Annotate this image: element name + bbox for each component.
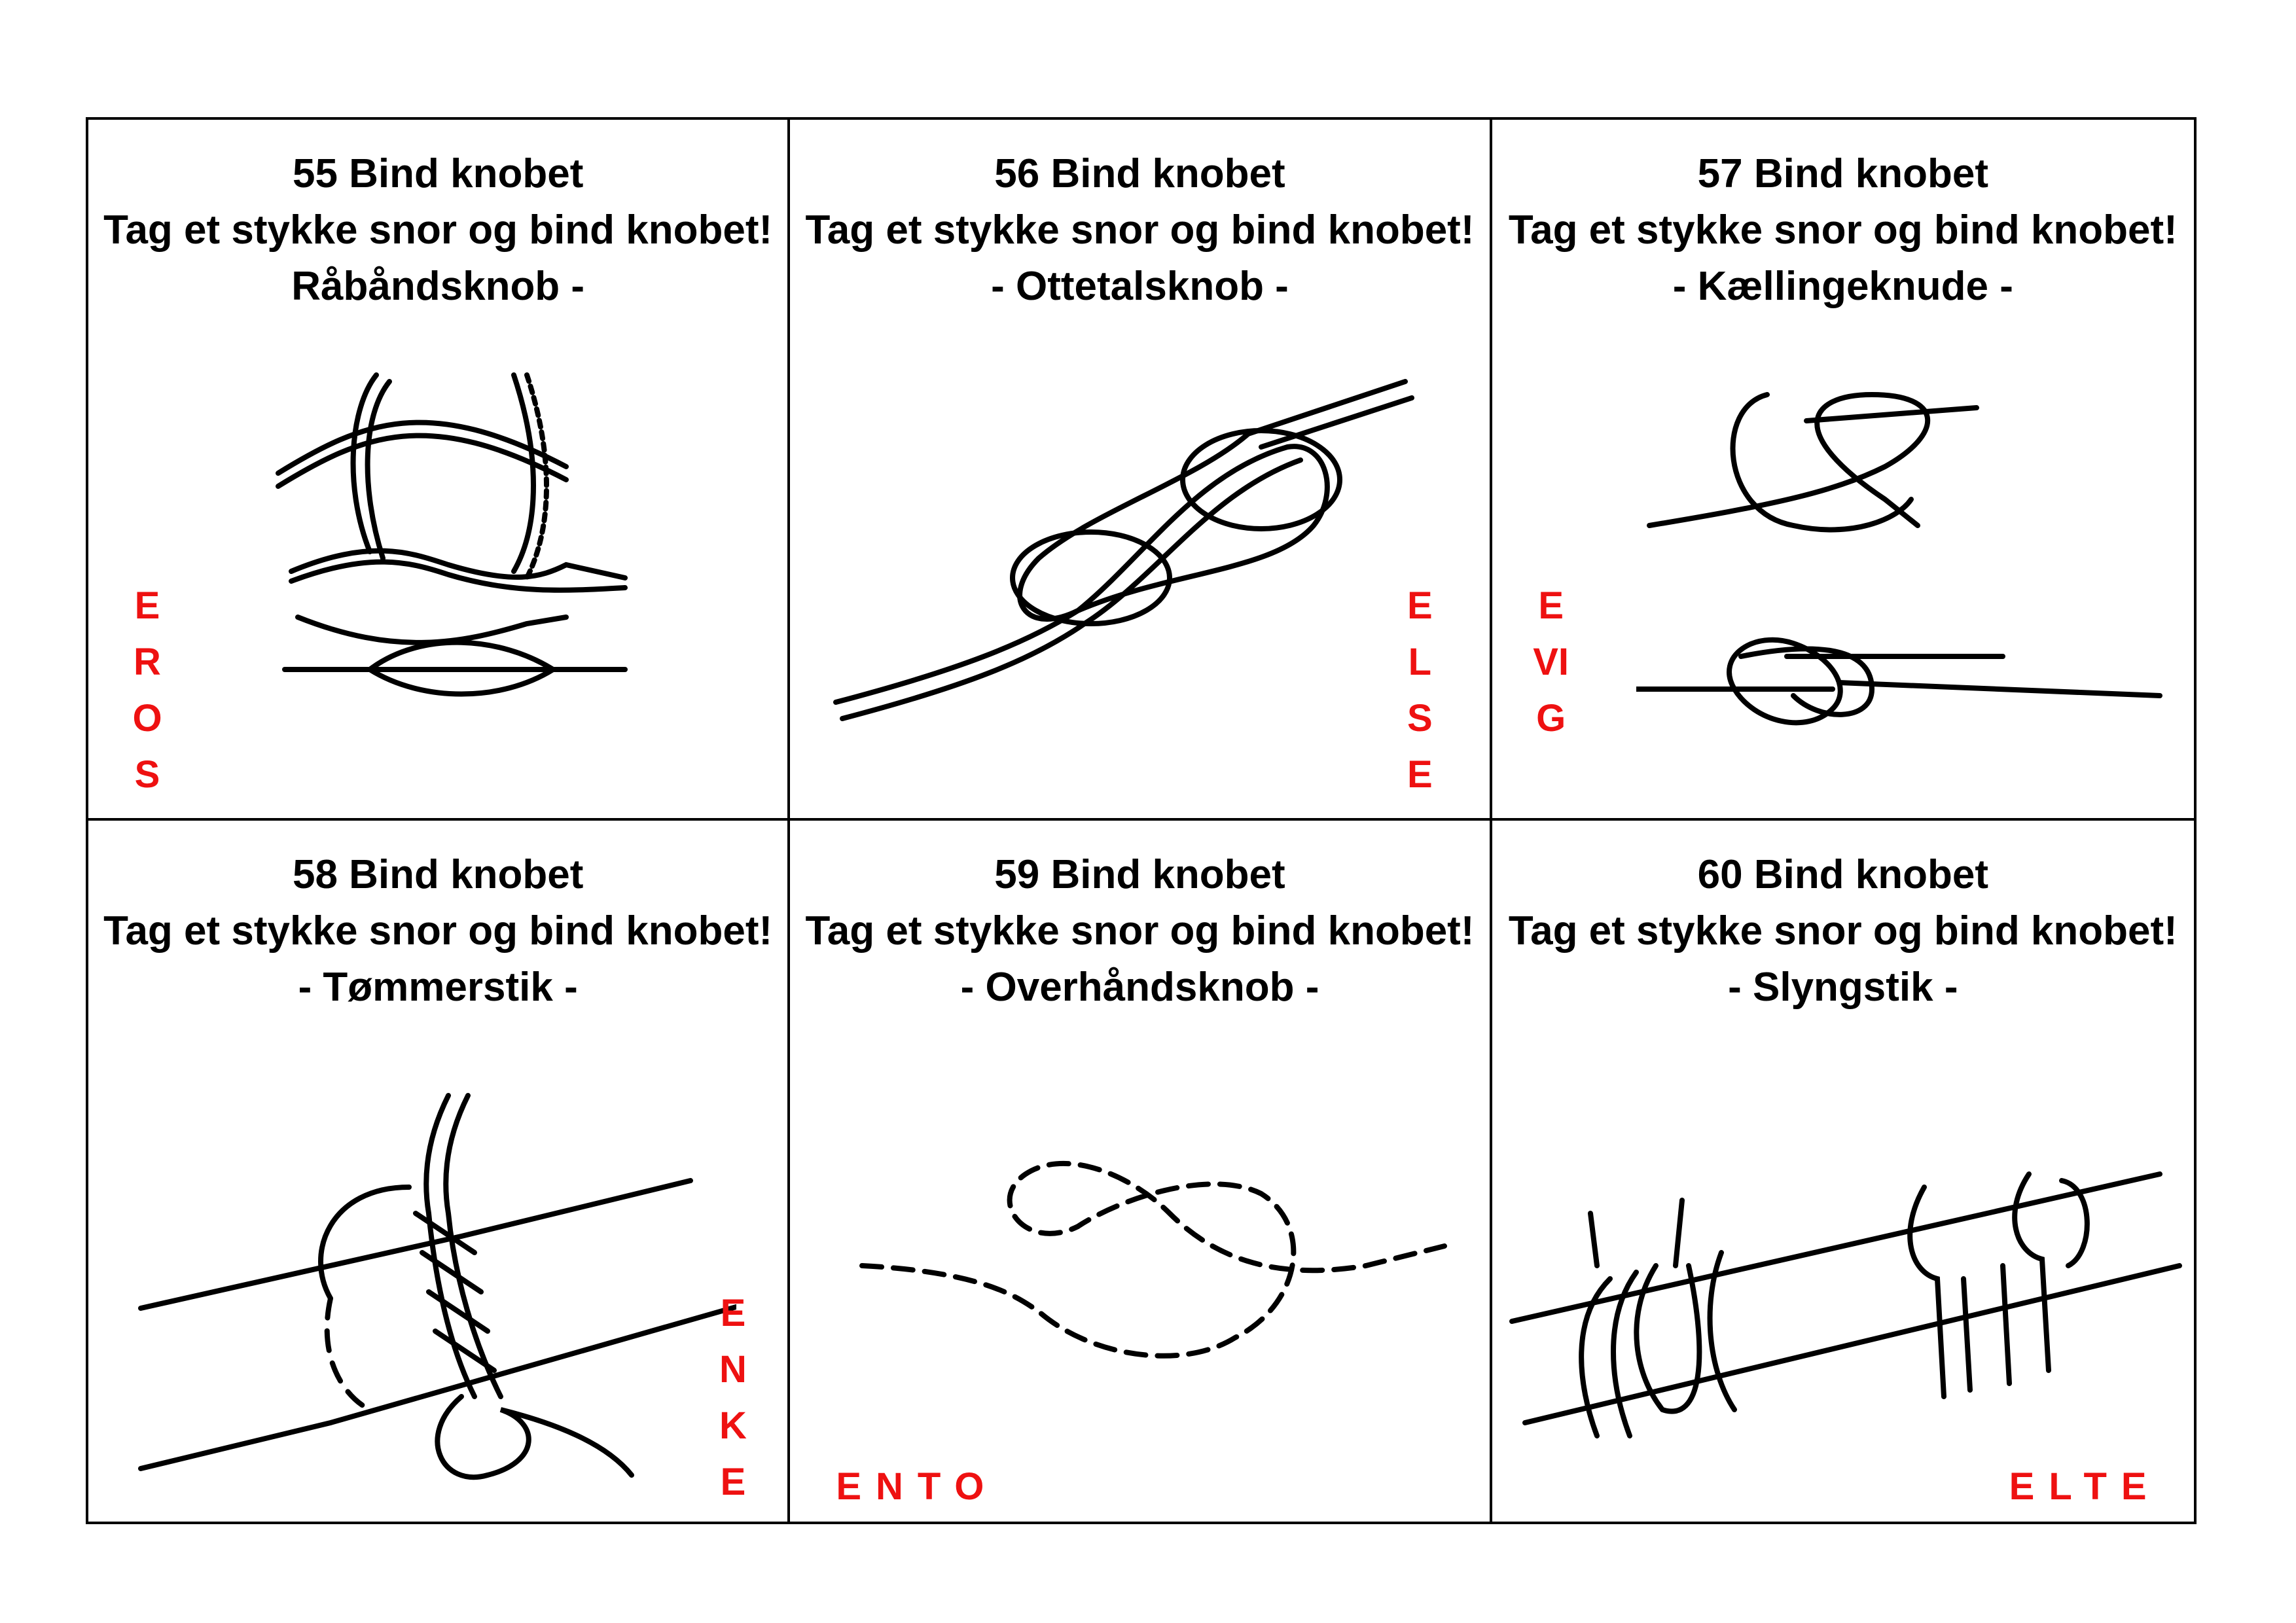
knot-name: - Ottetalsknob -: [991, 264, 1289, 309]
reef-knot-illustration: [276, 372, 628, 697]
card-instruction: Tag et stykke snor og bind knobet!: [805, 908, 1475, 954]
hidden-letters: ELTE: [2009, 1465, 2161, 1508]
card-60: 60 Bind knobet Tag et stykke snor og bin…: [1492, 821, 2194, 1522]
hidden-letters: EROS: [132, 584, 162, 796]
card-59: 59 Bind knobet Tag et stykke snor og bin…: [790, 821, 1492, 1522]
figure-eight-knot-illustration: [833, 379, 1415, 721]
card-57: 57 Bind knobet Tag et stykke snor og bin…: [1492, 120, 2194, 821]
hidden-letters: ELSE: [1407, 584, 1433, 796]
knot-name: - Kællingeknude -: [1672, 264, 2013, 309]
card-title: 59 Bind knobet: [994, 852, 1285, 897]
knot-name: - Slyngstik -: [1728, 965, 1958, 1010]
card-title: 58 Bind knobet: [292, 852, 584, 897]
overhand-knot-illustration: [859, 1160, 1448, 1359]
card-header: 55 Bind knobet Tag et stykke snor og bin…: [88, 146, 787, 315]
card-instruction: Tag et stykke snor og bind knobet!: [805, 207, 1475, 253]
timber-hitch-illustration: [138, 1093, 736, 1480]
card-title: 60 Bind knobet: [1697, 852, 1989, 897]
card-58: 58 Bind knobet Tag et stykke snor og bin…: [88, 821, 791, 1522]
card-title: 57 Bind knobet: [1697, 151, 1989, 196]
card-header: 57 Bind knobet Tag et stykke snor og bin…: [1492, 146, 2194, 315]
clove-hitch-illustration: [1509, 1171, 2182, 1438]
card-header: 59 Bind knobet Tag et stykke snor og bin…: [790, 847, 1489, 1016]
granny-knot-illustration: [1636, 391, 2162, 726]
knot-name: - Tømmerstik -: [298, 965, 578, 1010]
card-56: 56 Bind knobet Tag et stykke snor og bin…: [790, 120, 1492, 821]
card-instruction: Tag et stykke snor og bind knobet!: [1508, 908, 2178, 954]
card-title: 56 Bind knobet: [994, 151, 1285, 196]
hidden-letters: EVIG: [1533, 584, 1570, 740]
knot-name: Råbåndsknob -: [291, 264, 585, 309]
card-header: 60 Bind knobet Tag et stykke snor og bin…: [1492, 847, 2194, 1016]
card-title: 55 Bind knobet: [292, 151, 584, 196]
hidden-letters: ENKE: [719, 1292, 747, 1503]
card-instruction: Tag et stykke snor og bind knobet!: [103, 207, 773, 253]
card-header: 56 Bind knobet Tag et stykke snor og bin…: [790, 146, 1489, 315]
card-55: 55 Bind knobet Tag et stykke snor og bin…: [88, 120, 791, 821]
card-header: 58 Bind knobet Tag et stykke snor og bin…: [88, 847, 787, 1016]
knot-name: - Overhåndsknob -: [960, 965, 1319, 1010]
card-instruction: Tag et stykke snor og bind knobet!: [103, 908, 773, 954]
knot-card-grid: 55 Bind knobet Tag et stykke snor og bin…: [86, 117, 2197, 1524]
card-instruction: Tag et stykke snor og bind knobet!: [1508, 207, 2178, 253]
hidden-letters: ENTO: [836, 1465, 999, 1508]
